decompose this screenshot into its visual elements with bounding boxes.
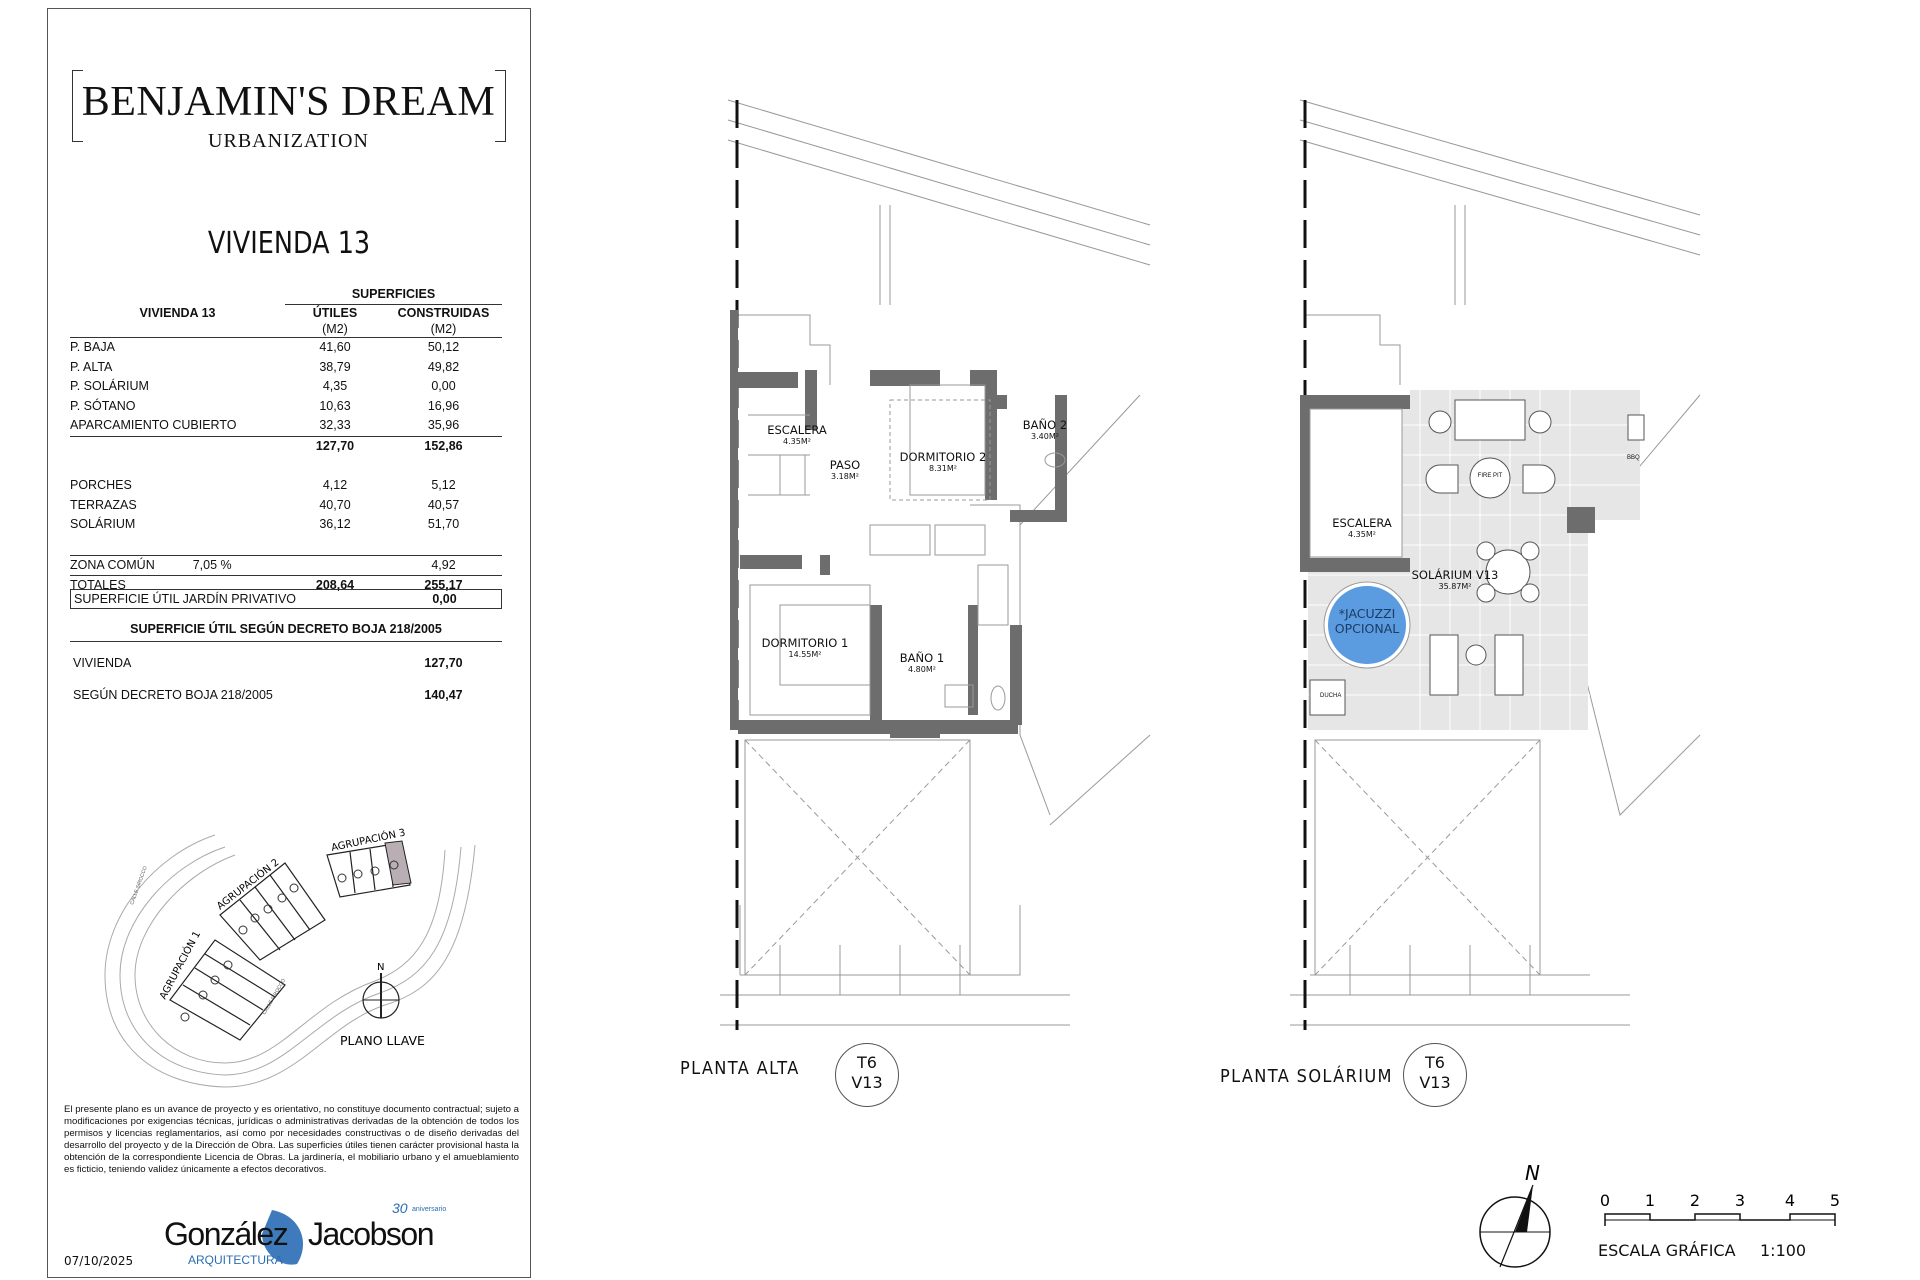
brand-subtitle: URBANIZATION xyxy=(208,130,369,152)
key-plan-label: PLANO LLAVE xyxy=(340,1033,425,1048)
col-utiles: ÚTILES xyxy=(312,306,358,321)
svg-text:5: 5 xyxy=(1830,1191,1840,1210)
page-title: VIVIENDA 13 xyxy=(207,226,371,261)
plan-title-solarium: PLANTA SOLÁRIUM xyxy=(1220,1066,1393,1087)
floor-plan-alta xyxy=(720,99,1151,1030)
group-label: AGRUPACIÓN 2 xyxy=(214,856,282,913)
surfaces-table: SUPERFICIES VIVIENDA 13 ÚTILES CONSTRUID… xyxy=(70,285,502,596)
svg-text:N: N xyxy=(1525,1161,1540,1185)
street-label: CALLE SIROCCO xyxy=(129,865,149,905)
svg-text:2: 2 xyxy=(1690,1191,1700,1210)
row-header: VIVIENDA 13 xyxy=(139,305,216,320)
group-header: SUPERFICIES xyxy=(285,285,502,306)
logo-anniv-number: 30 xyxy=(392,1200,408,1216)
info-panel xyxy=(47,8,531,1278)
jacuzzi-label: *JACUZZI OPCIONAL xyxy=(1334,606,1400,636)
scale-bar: 0 1 2 3 4 5 ESCALA GRÁFICA 1:100 xyxy=(1595,1190,1855,1260)
svg-text:0: 0 xyxy=(1600,1191,1610,1210)
brand-title: BENJAMIN'S DREAM xyxy=(81,79,496,125)
logo-right-text: Jacobson xyxy=(308,1216,434,1252)
svg-text:1: 1 xyxy=(1645,1191,1655,1210)
north-icon: N xyxy=(362,962,400,1019)
title-bracket-right xyxy=(495,70,506,142)
jardin-box: SUPERFICIE ÚTIL JARDÍN PRIVATIVO 0,00 xyxy=(70,589,502,609)
svg-text:4: 4 xyxy=(1785,1191,1795,1210)
bbq-label: BBQ xyxy=(1627,455,1640,461)
disclaimer: El presente plano es un avance de proyec… xyxy=(64,1104,519,1175)
key-plan-map: AGRUPACIÓN 1 AGRUPACIÓN 2 AGRUPACIÓN 3 C… xyxy=(104,826,476,1088)
plan-title-alta: PLANTA ALTA xyxy=(680,1058,800,1079)
logo-anniv-word: aniversario xyxy=(412,1206,447,1213)
date: 07/10/2025 xyxy=(64,1254,134,1268)
svg-text:N: N xyxy=(377,962,384,973)
col-construidas: CONSTRUIDAS xyxy=(397,306,490,321)
title-bracket-left xyxy=(72,70,83,142)
street-label: CALLE SIROCCO xyxy=(262,978,288,1016)
floor-plan-solarium xyxy=(1290,99,1701,1030)
svg-text:3: 3 xyxy=(1735,1191,1745,1210)
architect-logo: González Jacobson ARQUITECTURA 30 aniver… xyxy=(160,1200,450,1268)
scale-label: ESCALA GRÁFICA xyxy=(1598,1241,1736,1260)
ducha-label: DUCHA xyxy=(1320,693,1342,699)
unit: (M2) xyxy=(322,322,348,337)
logo-sub-text: ARQUITECTURA xyxy=(188,1253,283,1267)
scale-ratio: 1:100 xyxy=(1760,1241,1807,1260)
north-arrow-icon: N xyxy=(1479,1161,1551,1268)
boja-header: SUPERFICIE ÚTIL SEGÚN DECRETO BOJA 218/2… xyxy=(70,622,502,642)
unit: (M2) xyxy=(430,322,457,337)
logo-left-text: González xyxy=(164,1216,289,1252)
fire-pit-label: FIRE PIT xyxy=(1477,473,1503,479)
jacuzzi xyxy=(1328,586,1406,664)
